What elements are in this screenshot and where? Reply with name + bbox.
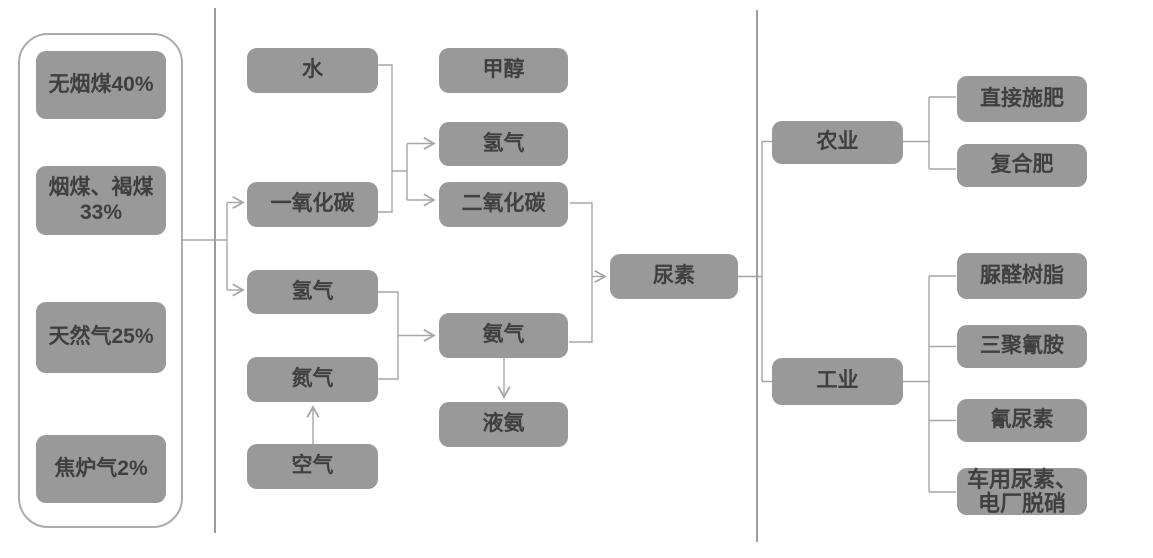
node-liquid-ammonia: 液氨 <box>439 402 568 447</box>
node-nitrogen-label: 氮气 <box>291 367 334 391</box>
node-urea-formaldehyde-resin-label: 脲醛树脂 <box>980 263 1064 287</box>
node-coke-oven-gas-label: 焦炉气2% <box>54 456 148 480</box>
node-cyanurea: 氰尿素 <box>957 399 1087 442</box>
node-direct-fertilization-label: 直接施肥 <box>980 86 1064 110</box>
node-carbon-dioxide-label: 二氧化碳 <box>461 192 546 216</box>
node-carbon-dioxide: 二氧化碳 <box>439 182 568 227</box>
node-cyanurea-label: 氰尿素 <box>990 408 1054 432</box>
node-bituminous-lignite-label: 烟煤、褐煤 33% <box>48 176 154 224</box>
node-vehicle-urea-plant-denitration-label: 车用尿素、 电厂脱硝 <box>966 467 1077 516</box>
node-hydrogen-from-coal-label: 氢气 <box>291 279 334 303</box>
node-hydrogen-from-shift-label: 氢气 <box>482 131 525 155</box>
node-melamine-label: 三聚氰胺 <box>980 334 1064 358</box>
node-compound-fertilizer: 复合肥 <box>957 144 1087 187</box>
node-direct-fertilization: 直接施肥 <box>957 76 1087 122</box>
node-water: 水 <box>247 48 378 93</box>
node-ammonia: 氨气 <box>439 313 568 358</box>
node-urea-label: 尿素 <box>653 264 695 288</box>
edge-water-co-merge <box>378 64 436 213</box>
node-anthracite-label: 无烟煤40% <box>48 72 154 96</box>
node-bituminous-lignite: 烟煤、褐煤 33% <box>36 166 166 235</box>
section-divider-left <box>214 8 216 533</box>
edge-co2-ammonia-to-urea <box>569 202 607 343</box>
node-hydrogen-from-coal: 氢气 <box>247 270 378 314</box>
node-methanol-label: 甲醇 <box>482 58 525 82</box>
node-air-label: 空气 <box>291 454 334 478</box>
edge-urea-branch <box>738 140 772 383</box>
edge-agriculture-branch <box>903 96 956 170</box>
node-industry: 工业 <box>772 358 903 405</box>
node-coke-oven-gas: 焦炉气2% <box>36 435 166 503</box>
node-melamine: 三聚氰胺 <box>957 325 1087 368</box>
node-compound-fertilizer-label: 复合肥 <box>990 153 1054 177</box>
node-agriculture: 农业 <box>772 121 903 164</box>
node-natural-gas-label: 天然气25% <box>48 325 154 349</box>
raw-materials-group-container <box>18 33 183 528</box>
node-methanol: 甲醇 <box>439 48 568 93</box>
node-liquid-ammonia-label: 液氨 <box>482 412 525 436</box>
edge-industry-branch <box>903 275 956 493</box>
node-hydrogen-from-shift: 氢气 <box>439 122 568 166</box>
node-urea-formaldehyde-resin: 脲醛树脂 <box>957 253 1087 299</box>
edge-h2-n2-to-ammonia <box>378 291 436 380</box>
node-natural-gas: 天然气25% <box>36 302 166 373</box>
node-air: 空气 <box>247 444 378 489</box>
node-carbon-monoxide: 一氧化碳 <box>247 182 378 227</box>
node-nitrogen: 氮气 <box>247 357 378 402</box>
node-anthracite: 无烟煤40% <box>36 51 166 119</box>
node-urea: 尿素 <box>610 254 738 299</box>
node-vehicle-urea-plant-denitration: 车用尿素、 电厂脱硝 <box>957 468 1087 515</box>
node-industry-label: 工业 <box>816 369 859 393</box>
edge-rawmaterials-branch <box>183 195 245 297</box>
node-ammonia-label: 氨气 <box>482 323 525 347</box>
node-water-label: 水 <box>302 58 323 82</box>
node-agriculture-label: 农业 <box>816 130 859 154</box>
section-divider-right <box>756 10 758 542</box>
node-carbon-monoxide-label: 一氧化碳 <box>270 192 355 216</box>
